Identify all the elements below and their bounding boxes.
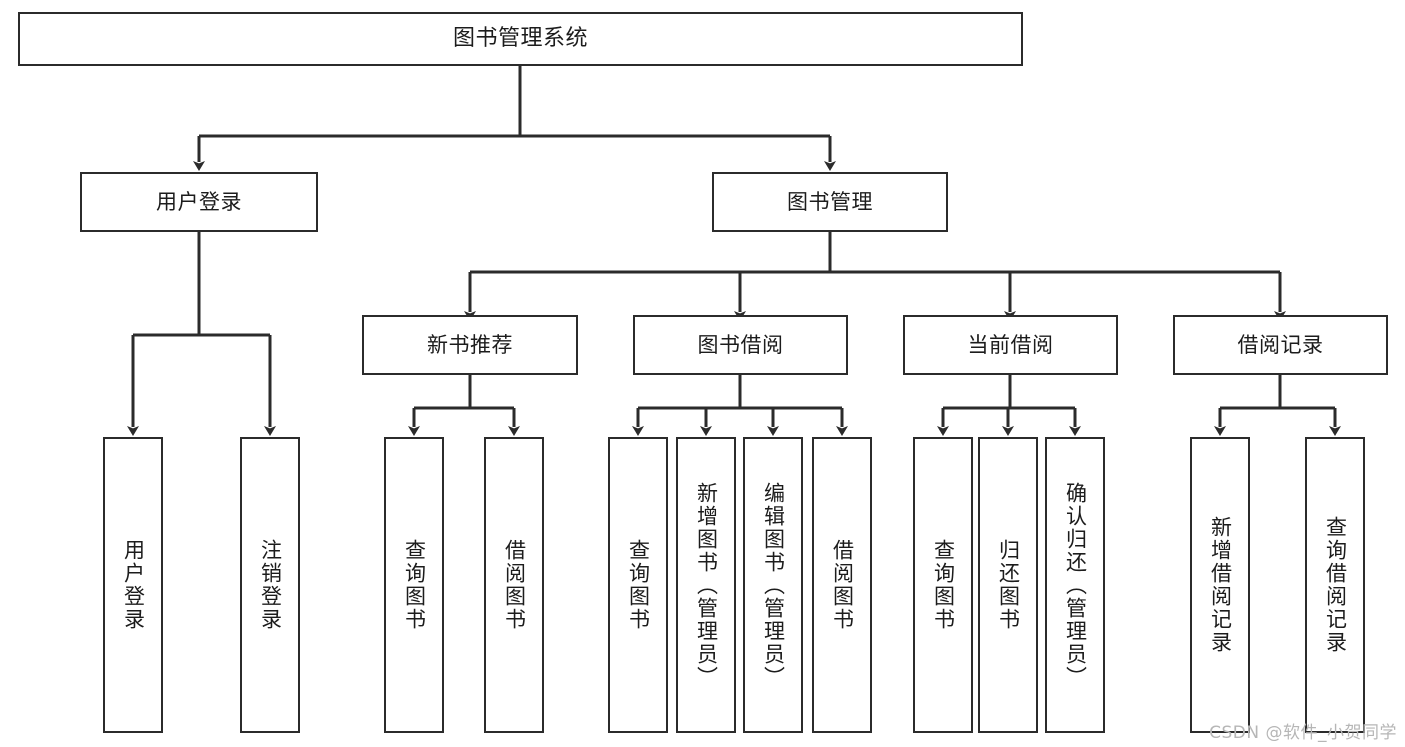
node-leaf-borrow-book-1-label: 借阅图书 <box>502 539 527 631</box>
node-current-borrow[interactable]: 当前借阅 <box>903 315 1118 375</box>
node-leaf-edit-book-label: 编辑图书（管理员） <box>761 481 786 689</box>
node-book-manage-label: 图书管理 <box>787 189 873 214</box>
node-leaf-query-book-2-label: 查询图书 <box>626 539 651 631</box>
node-new-book-rec-label: 新书推荐 <box>427 332 513 357</box>
node-leaf-query-record-label: 查询借阅记录 <box>1323 516 1348 654</box>
node-leaf-add-book-label: 新增图书（管理员） <box>694 481 719 689</box>
node-leaf-query-book-3[interactable]: 查询图书 <box>913 437 973 733</box>
node-leaf-query-record[interactable]: 查询借阅记录 <box>1305 437 1365 733</box>
node-leaf-logout[interactable]: 注销登录 <box>240 437 300 733</box>
node-leaf-query-book-3-label: 查询图书 <box>931 539 956 631</box>
node-leaf-confirm-return[interactable]: 确认归还（管理员） <box>1045 437 1105 733</box>
watermark-text: CSDN @软件_小贺同学 <box>1209 723 1397 743</box>
node-root[interactable]: 图书管理系统 <box>18 12 1023 66</box>
node-leaf-return-book[interactable]: 归还图书 <box>978 437 1038 733</box>
node-book-borrow[interactable]: 图书借阅 <box>633 315 848 375</box>
node-leaf-query-book-2[interactable]: 查询图书 <box>608 437 668 733</box>
node-leaf-edit-book[interactable]: 编辑图书（管理员） <box>743 437 803 733</box>
node-leaf-borrow-book-2-label: 借阅图书 <box>830 539 855 631</box>
node-leaf-user-login[interactable]: 用户登录 <box>103 437 163 733</box>
node-leaf-add-book[interactable]: 新增图书（管理员） <box>676 437 736 733</box>
node-user-login-label: 用户登录 <box>156 189 242 214</box>
node-borrow-record[interactable]: 借阅记录 <box>1173 315 1388 375</box>
node-leaf-return-book-label: 归还图书 <box>996 539 1021 631</box>
node-leaf-borrow-book-1[interactable]: 借阅图书 <box>484 437 544 733</box>
node-leaf-query-book-1-label: 查询图书 <box>402 539 427 631</box>
node-leaf-query-book-1[interactable]: 查询图书 <box>384 437 444 733</box>
node-leaf-add-record[interactable]: 新增借阅记录 <box>1190 437 1250 733</box>
node-root-label: 图书管理系统 <box>452 26 588 52</box>
node-borrow-record-label: 借阅记录 <box>1237 332 1324 357</box>
node-leaf-add-record-label: 新增借阅记录 <box>1208 516 1233 654</box>
node-book-manage[interactable]: 图书管理 <box>712 172 948 232</box>
node-leaf-confirm-return-label: 确认归还（管理员） <box>1063 481 1088 689</box>
node-user-login[interactable]: 用户登录 <box>80 172 318 232</box>
node-leaf-borrow-book-2[interactable]: 借阅图书 <box>812 437 872 733</box>
node-leaf-logout-label: 注销登录 <box>258 539 283 631</box>
node-leaf-user-login-label: 用户登录 <box>121 539 146 631</box>
node-book-borrow-label: 图书借阅 <box>697 332 784 357</box>
node-current-borrow-label: 当前借阅 <box>967 332 1054 357</box>
node-new-book-rec[interactable]: 新书推荐 <box>362 315 578 375</box>
